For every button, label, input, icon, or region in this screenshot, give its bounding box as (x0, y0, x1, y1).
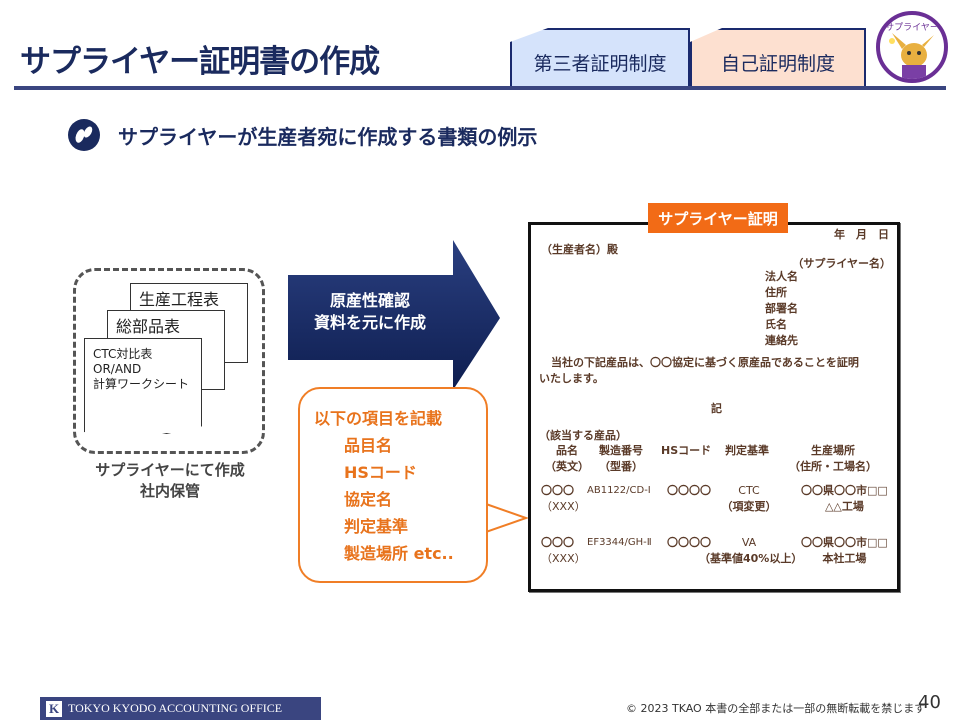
cell: 本社工場 (822, 552, 867, 565)
tab-label: 第三者証明制度 (533, 52, 667, 75)
cert-field: 氏名 (765, 318, 787, 331)
company-logo-icon: K (46, 700, 62, 717)
cert-field: 法人名 (765, 270, 798, 283)
col-head: 品名 (556, 444, 578, 457)
mascot-label: サプライヤー (885, 23, 939, 33)
caption-line: 社内保管 (139, 482, 200, 500)
tab-self-certification[interactable]: 自己証明制度 (690, 28, 866, 86)
col-head: 判定基準 (725, 444, 769, 457)
documents-caption: サプライヤーにて作成 社内保管 (60, 460, 280, 502)
document-line: CTC対比表 (93, 347, 153, 361)
cell: CTC (738, 484, 760, 497)
cert-date: 年 月 日 (834, 228, 889, 241)
cert-col: HSコード (661, 443, 711, 459)
page-number: 40 (918, 692, 941, 713)
tab-label: 自己証明制度 (720, 52, 835, 75)
documents-group (73, 268, 265, 454)
cert-col: 製造番号 （型番） (599, 443, 643, 475)
col-head: HSコード (661, 444, 712, 457)
cell: （基準値40%以上） (699, 552, 803, 565)
cert-col: 生産場所 （住所・工場名） (789, 443, 877, 475)
col-head: 製造番号 (599, 444, 643, 457)
cert-col: 判定基準 (725, 443, 769, 459)
section-subtitle: サプライヤーが生産者宛に作成する書類の例示 (118, 125, 538, 149)
cert-statement: いたします。 (539, 372, 604, 385)
cell: △△工場 (824, 500, 864, 513)
cell: 〇〇県〇〇市□□ (801, 536, 888, 549)
document-page-front: CTC対比表 OR/AND 計算ワークシート (84, 338, 202, 434)
footer-company-bar: K TOKYO KYODO ACCOUNTING OFFICE (40, 697, 321, 720)
col-head: 生産場所 (811, 444, 855, 457)
cell: EF3344/GH-Ⅱ (587, 537, 652, 548)
header-divider (14, 86, 946, 90)
copyright: © 2023 TKAO 本書の全部または一部の無断転載を禁じます (626, 702, 926, 715)
document-title: 総部品表 (116, 317, 181, 336)
cert-statement: 当社の下記産品は、〇〇協定に基づく原産品であることを証明 (551, 356, 859, 369)
document-title: 生産工程表 (139, 290, 220, 309)
cert-col: 品名 （英文） (545, 443, 589, 475)
callout-items: 以下の項目を記載 品目名 HSコード 協定名 判定基準 製造場所 etc.. (298, 387, 488, 583)
cert-field: 住所 (765, 286, 787, 299)
callout-item: 協定名 (344, 490, 393, 509)
arrow-line: 資料を元に作成 (313, 313, 426, 332)
cert-section: （該当する産品） (539, 429, 627, 442)
cell: 〇〇県〇〇市□□ (801, 484, 888, 497)
tab-third-party-certification[interactable]: 第三者証明制度 (510, 28, 690, 86)
company-name: TOKYO KYODO ACCOUNTING OFFICE (68, 701, 283, 715)
supplier-certificate: 年 月 日 （生産者名）殿 （サプライヤー名） 法人名 住所 部署名 氏名 連絡… (528, 222, 900, 592)
col-sub: （型番） (599, 460, 643, 473)
cert-field: 部署名 (765, 302, 798, 315)
arrow-label: 原産性確認 資料を元に作成 (290, 290, 450, 334)
callout-item: 製造場所 etc.. (344, 544, 454, 563)
col-sub: （住所・工場名） (789, 460, 877, 473)
page-title: サプライヤー証明書の作成 (20, 44, 380, 80)
cert-supplier: （サプライヤー名） (792, 257, 891, 270)
cell: （項変更） (721, 500, 777, 513)
col-sub: （英文） (545, 460, 589, 473)
cert-field: 連絡先 (765, 334, 798, 347)
document-line: OR/AND (93, 362, 142, 376)
cell: （XXX） (541, 552, 586, 565)
cell: 〇〇〇 (541, 484, 574, 497)
cell: 〇〇〇〇 (667, 484, 711, 497)
cell: （XXX） (541, 500, 586, 513)
caption-line: サプライヤーにて作成 (95, 461, 245, 479)
cell: AB1122/CD-Ⅰ (587, 485, 651, 496)
right-arrow-icon (288, 240, 500, 390)
cell: 〇〇〇〇 (667, 536, 711, 549)
cert-ki: 記 (711, 402, 722, 415)
mascot-avatar: サプライヤー (876, 11, 948, 83)
cell: VA (741, 536, 757, 549)
callout-item: HSコード (344, 463, 417, 482)
arrow-line: 原産性確認 (329, 291, 410, 310)
callout-heading: 以下の項目を記載 (314, 409, 443, 428)
cert-fields: 法人名 住所 部署名 氏名 連絡先 (765, 269, 798, 349)
mascot-icon (889, 33, 934, 79)
callout-item: 品目名 (344, 436, 393, 455)
document-line: 計算ワークシート (93, 377, 190, 391)
footprint-icon (68, 119, 100, 151)
callout-item: 判定基準 (344, 517, 409, 536)
certificate-label: サプライヤー証明 (648, 203, 788, 233)
cert-addressee: （生産者名）殿 (541, 243, 618, 256)
cell: 〇〇〇 (541, 536, 574, 549)
